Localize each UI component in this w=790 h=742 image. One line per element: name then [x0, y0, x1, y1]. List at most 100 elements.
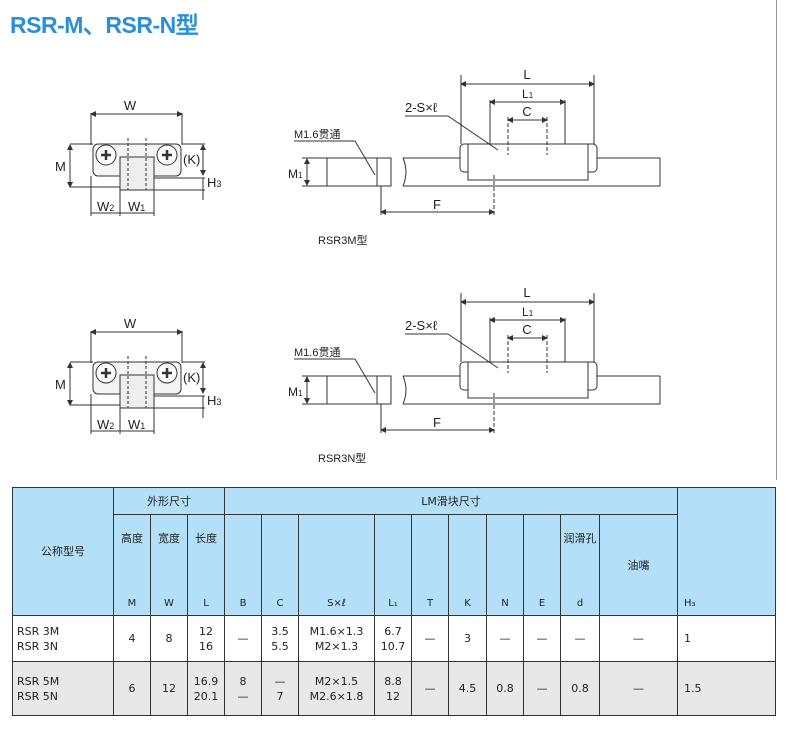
header-t-symbol: T [411, 585, 449, 616]
header-c-symbol: C [261, 585, 299, 616]
cell-value: 3.5 [271, 624, 289, 638]
header-c-label [261, 514, 299, 585]
label-hole: M1.6贯通 [294, 128, 340, 141]
label-w2: W2 [97, 417, 114, 432]
model-name: RSR 5M [17, 674, 60, 688]
cell-value: 10.7 [380, 639, 406, 653]
cell-value: — [633, 682, 644, 695]
cell-value: 1.5 [684, 682, 702, 695]
diagrams: W M (K) H3 W2 W1 M1.6贯通 M1 L L [55, 67, 661, 247]
cell-value: 7 [276, 689, 284, 703]
cell-value: 8 [165, 632, 173, 645]
header-t-label [411, 514, 449, 585]
model-name: RSR 3M [17, 624, 60, 638]
header-group-outer: 外形尺寸 [113, 487, 225, 515]
cell-value: 16 [199, 639, 213, 653]
value-cell: — [224, 615, 262, 662]
label-w2: W2 [97, 199, 114, 214]
header-k-symbol: K [448, 585, 487, 616]
label-f: F [433, 197, 441, 212]
header-d-symbol: d [560, 585, 600, 616]
label-h3: H3 [207, 393, 221, 408]
cell-value: 8 [239, 674, 247, 688]
header-n-symbol: N [486, 585, 524, 616]
value-cell: 4 [113, 615, 151, 662]
cell-value: 1 [684, 632, 691, 645]
header-m-symbol: M [113, 585, 151, 616]
value-cell: 1.5 [677, 661, 776, 716]
label-m: M [55, 159, 66, 174]
header-model: 公称型号 [12, 487, 114, 616]
label-c: C [522, 104, 531, 119]
cell-value: 6.7 [384, 624, 402, 638]
value-cell: — [411, 661, 449, 716]
label-m1: M1 [288, 385, 303, 399]
header-b-label [224, 514, 262, 585]
cell-value: 5.5 [271, 639, 289, 653]
header-n-label [486, 514, 524, 585]
header-m-label: 高度 [113, 514, 151, 585]
cell-value: — [633, 632, 644, 645]
header-e-symbol: E [523, 585, 561, 616]
label-k: (K) [183, 152, 200, 167]
value-cell: 0.8 [486, 661, 524, 716]
label-m1: M1 [288, 167, 303, 181]
value-cell: 0.8 [560, 661, 600, 716]
label-k: (K) [183, 370, 200, 385]
value-cell: 4.5 [448, 661, 487, 716]
label-hole: M1.6贯通 [294, 346, 340, 359]
value-cell: 3 [448, 615, 487, 662]
header-s-label [298, 514, 375, 585]
cell-value: — [574, 632, 586, 645]
value-cell: — [523, 661, 561, 716]
cell-value: 20.1 [193, 689, 219, 703]
label-c: C [522, 322, 531, 337]
header-h3: H₃ [677, 487, 776, 616]
diagram-rsr3n: W M (K) H3 W2 W1 M1.6贯通 M1 L L [55, 285, 661, 465]
cell-value: M2×1.3 [314, 639, 359, 653]
page-title: RSR-M、RSR-N型 [10, 12, 199, 38]
cell-value: 4 [128, 632, 136, 645]
value-cell: — [560, 615, 600, 662]
cell-value: 4.5 [458, 682, 477, 695]
header-k-label [448, 514, 487, 585]
value-cell: 1 [677, 615, 776, 662]
cell-value: M2×1.5 [314, 674, 359, 688]
cell-value: 0.8 [571, 682, 589, 695]
cell-value: 16.9 [193, 674, 219, 688]
cell-value: — [237, 689, 249, 703]
label-f: F [433, 415, 441, 430]
label-l1: L1 [522, 87, 534, 101]
value-cell: 8— [224, 661, 262, 716]
cell-value: — [424, 682, 436, 695]
header-w-label: 宽度 [150, 514, 188, 585]
label-h3: H3 [207, 175, 221, 190]
value-cell: —7 [261, 661, 299, 716]
header-l-label: 长度 [187, 514, 225, 585]
cell-value: 12 [162, 682, 176, 695]
value-cell: 12 [150, 661, 188, 716]
header-l1-symbol: L₁ [374, 585, 412, 616]
cell-value: — [536, 682, 548, 695]
cross-section-drawing [67, 111, 206, 216]
diagram-caption: RSR3N型 [318, 451, 366, 465]
value-cell: 6 [113, 661, 151, 716]
label-w: W [124, 98, 137, 113]
label-s: 2-S×ℓ [405, 100, 438, 115]
header-b-symbol: B [224, 585, 262, 616]
cell-value: — [499, 632, 511, 645]
page-border [776, 0, 777, 480]
cell-value: 0.8 [496, 682, 514, 695]
value-cell: 8 [150, 615, 188, 662]
cell-value: — [536, 632, 548, 645]
cell-value: M2.6×1.8 [309, 689, 364, 703]
value-cell: — [486, 615, 524, 662]
